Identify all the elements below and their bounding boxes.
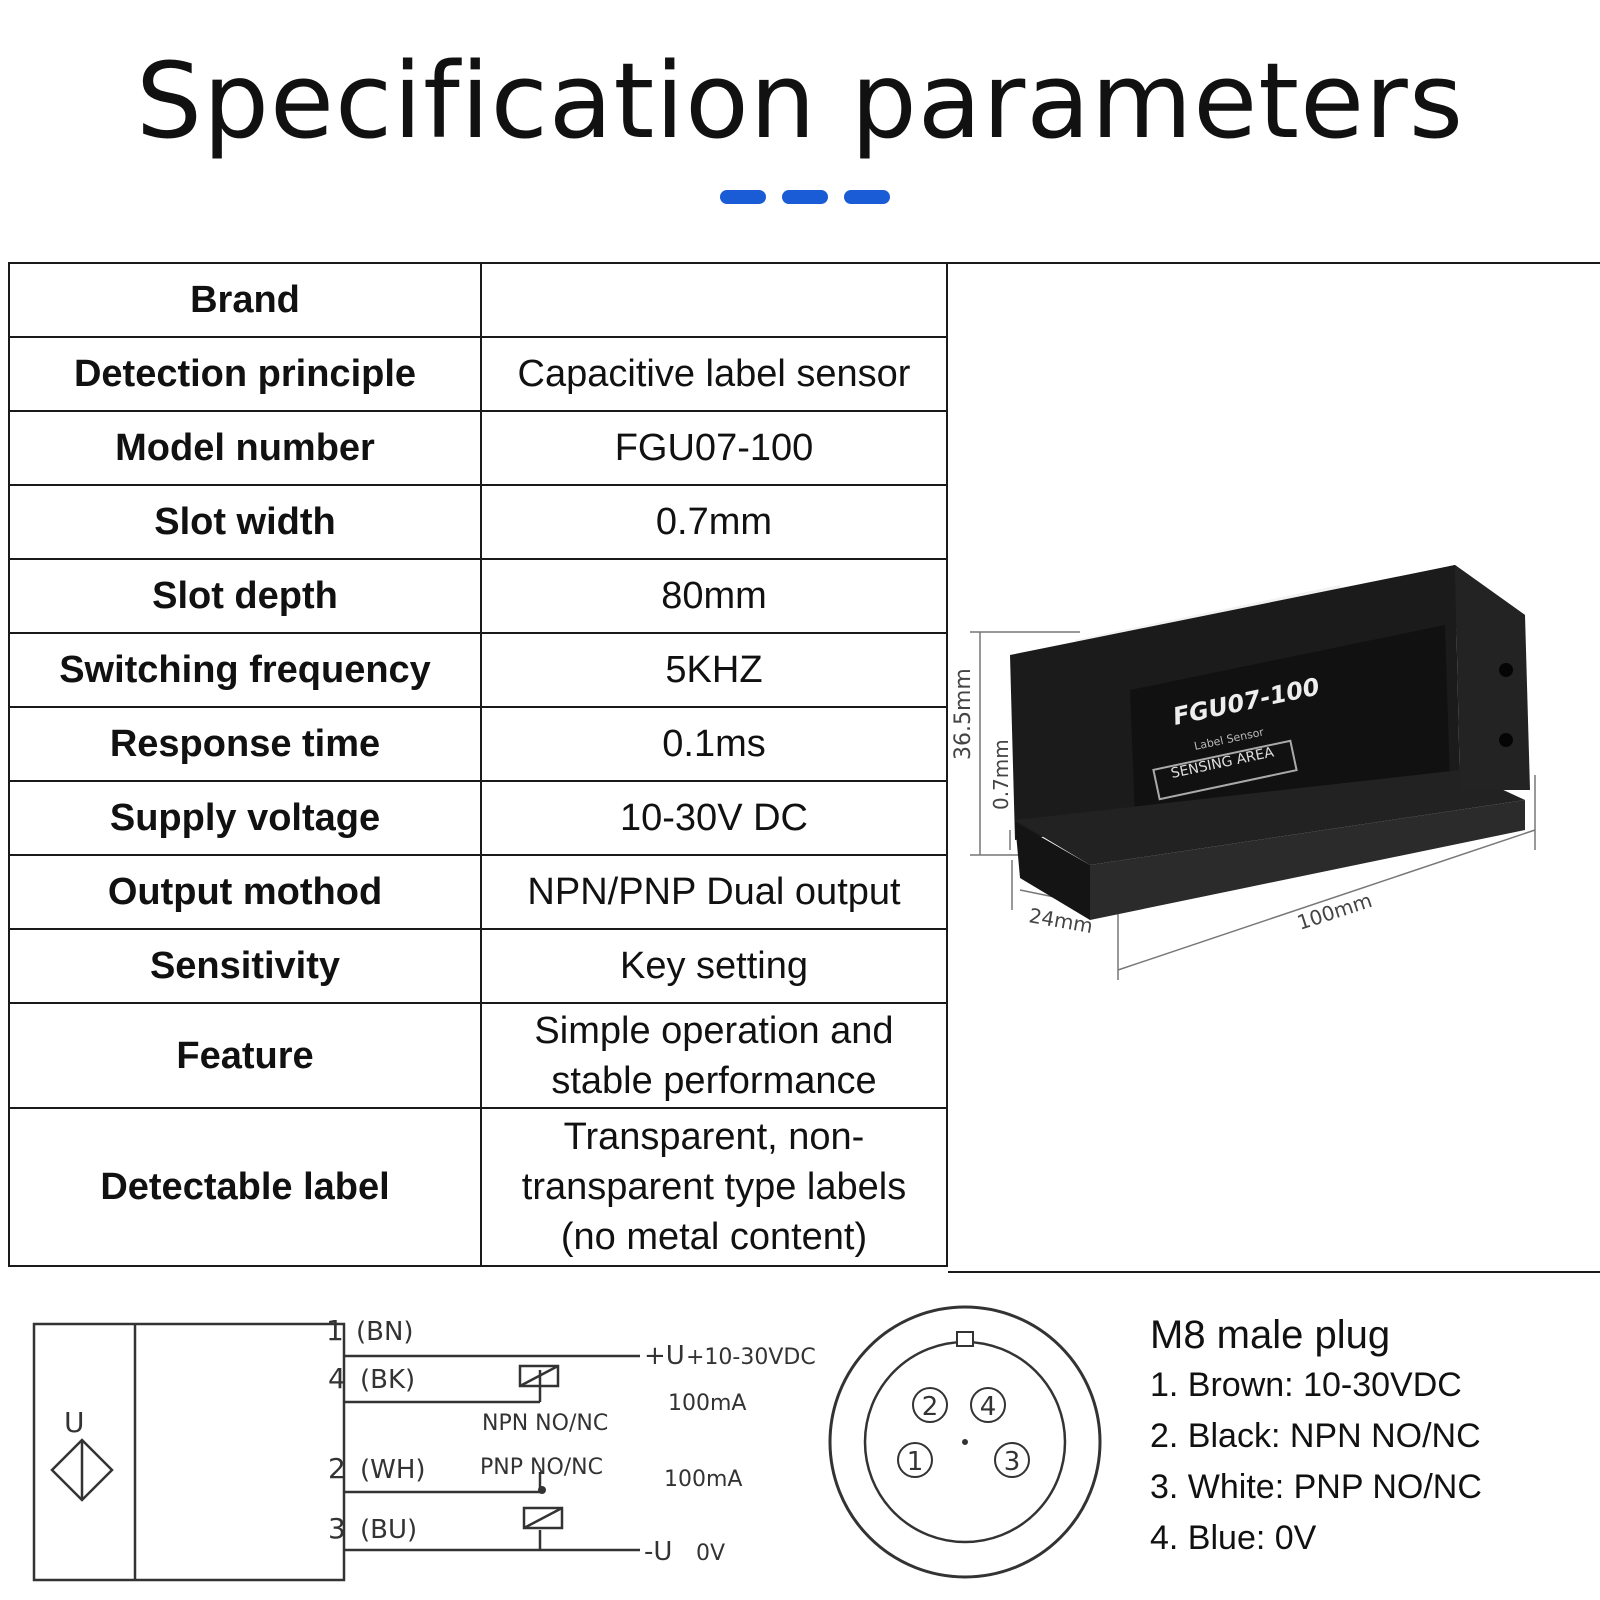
current2-label: 100mA [664,1467,742,1492]
sensor-base-long [1090,800,1525,920]
minus-u-label: -U [644,1537,672,1567]
dim-length-label: 100mm [1294,888,1375,935]
pnp-label: PNP NO/NC [480,1455,603,1480]
spec-row-supply-voltage: Supply voltage 10-30V DC [8,780,948,856]
spec-table: Brand Detection principle Capacitive lab… [8,262,948,1267]
spec-value: 80mm [480,558,948,634]
page-title: Specification parameters [135,40,1464,162]
spec-row-slot-depth: Slot depth 80mm [8,558,948,634]
spec-label: Output mothod [8,854,482,930]
spec-label: Supply voltage [8,780,482,856]
divider-dash [844,190,890,204]
sensor-base [1015,770,1525,865]
plug-legend-list: 1. Brown: 10-30VDC 2. Black: NPN NO/NC 3… [1150,1360,1482,1564]
current1-label: 100mA [668,1391,746,1416]
spec-value: 0.7mm [480,484,948,560]
divider-dash [782,190,828,204]
spec-label: Switching frequency [8,632,482,708]
spec-row-detectable-label: Detectable label Transparent, non- trans… [8,1107,948,1267]
pin2-color: (WH) [360,1455,426,1485]
zero-v-label: 0V [696,1541,725,1566]
dim-height-label: 36.5mm [951,668,976,760]
frame-line [948,1271,1600,1273]
plug-pin-1-label: 1 [907,1447,924,1477]
spec-value: Key setting [480,928,948,1004]
plug-key [956,1331,974,1347]
spec-value-line: Simple operation and [534,1009,894,1052]
spec-value: Transparent, non- transparent type label… [480,1107,948,1267]
spec-label: Feature [8,1002,482,1109]
pnp-node [538,1486,546,1494]
spec-row-brand: Brand [8,262,948,338]
spec-value: Capacitive label sensor [480,336,948,412]
plug-pin-3-label: 3 [1004,1447,1021,1477]
spec-label: Detectable label [8,1107,482,1267]
pin4-color: (BK) [360,1365,415,1395]
sensing-area-box [1152,739,1298,801]
spec-value: 0.1ms [480,706,948,782]
spec-row-feature: Feature Simple operation and stable perf… [8,1002,948,1109]
spec-value: Simple operation and stable performance [480,1002,948,1109]
spec-row-output-method: Output mothod NPN/PNP Dual output [8,854,948,930]
plug-pin-2 [912,1387,948,1423]
spec-value: FGU07-100 [480,410,948,486]
spec-row-response-time: Response time 0.1ms [8,706,948,782]
spec-label: Response time [8,706,482,782]
spec-value: 10-30V DC [480,780,948,856]
plug-pin-3 [994,1442,1030,1478]
spec-label: Brand [8,262,482,338]
plug-legend-item: 3. White: PNP NO/NC [1150,1468,1482,1506]
dim-slot-label: 0.7mm [989,739,1013,810]
pin2-label: 2 [328,1452,346,1485]
spec-value: NPN/PNP Dual output [480,854,948,930]
supply-label: +10-30VDC [686,1345,816,1370]
plug-legend-title: M8 male plug [1150,1313,1391,1357]
pin3-color: (BU) [360,1515,417,1545]
plug-legend-item: 1. Brown: 10-30VDC [1150,1366,1462,1404]
spec-row-slot-width: Slot width 0.7mm [8,484,948,560]
spec-value: 5KHZ [480,632,948,708]
spec-label: Sensitivity [8,928,482,1004]
spec-row-detection-principle: Detection principle Capacitive label sen… [8,336,948,412]
plug-legend-item: 2. Black: NPN NO/NC [1150,1417,1481,1455]
pin1-color: (BN) [356,1317,414,1347]
spec-value-line: transparent type labels [521,1166,907,1208]
u-symbol: U [64,1406,85,1439]
pin4-label: 4 [328,1362,346,1395]
plug-pin-1 [897,1442,933,1478]
frame-line [948,262,1600,264]
spec-label: Detection principle [8,336,482,412]
spec-row-switching-frequency: Switching frequency 5KHZ [8,632,948,708]
pin3-label: 3 [328,1512,346,1545]
plug-outer-ring [828,1305,1102,1579]
spec-value-line: stable performance [551,1059,877,1102]
mount-hole [1499,733,1513,747]
spec-value [480,262,948,338]
spec-value-line: (no metal content) [560,1216,868,1258]
plug-center-dot [962,1439,968,1445]
plus-u-label: +U [644,1341,685,1371]
spec-row-sensitivity: Sensitivity Key setting [8,928,948,1004]
spec-label: Slot width [8,484,482,560]
sensor-side [1455,565,1530,790]
plug-legend: M8 male plug 1. Brown: 10-30VDC 2. Black… [1150,1310,1482,1564]
npn-label: NPN NO/NC [482,1411,608,1436]
spec-row-model-number: Model number FGU07-100 [8,410,948,486]
sensor-base-front [1015,822,1090,920]
plug-pin-4-label: 4 [980,1392,997,1422]
wiring-diagram: U 1 (BN) 4 (BK) 2 (WH) 3 (BU) +U +10-30V… [32,1314,816,1582]
spec-label: Slot depth [8,558,482,634]
divider-dash [720,190,766,204]
sensor-front-face [1130,625,1450,815]
plug-legend-item: 4. Blue: 0V [1150,1519,1317,1557]
wiring-lines [32,1322,640,1582]
product-illustration: FGU07-100 Label Sensor SENSING AREA 36.5… [951,565,1536,980]
spec-label: Model number [8,410,482,486]
pin1-label: 1 [326,1314,344,1347]
plug-pin-2-label: 2 [922,1392,939,1422]
mount-hole [1499,663,1513,677]
spec-value-line: Transparent, non- [563,1116,865,1158]
plug-pin-4 [970,1387,1006,1423]
m8-plug-diagram: 2 4 1 3 [828,1305,1102,1579]
